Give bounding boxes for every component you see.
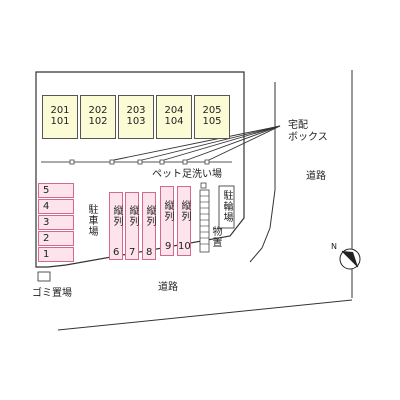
pet-wash-marker: [200, 182, 207, 189]
unit-lower-number: 102: [88, 116, 108, 127]
unit-204-104: 204 104: [156, 95, 192, 139]
road-bottom-label: 道路: [158, 282, 178, 293]
garbage-label: ゴミ置場: [32, 288, 72, 299]
stall-8-number: 8: [146, 247, 153, 258]
parking-stall-1: 1: [38, 247, 74, 262]
delivery-box-pointers: [113, 125, 281, 161]
stall-7-number: 7: [129, 247, 136, 258]
parking-stall-10: [177, 186, 191, 256]
unit-upper-number: 202: [88, 105, 108, 116]
unit-lower-number: 104: [164, 116, 184, 127]
stall-10-label: 縦列: [179, 200, 190, 222]
bicycle-parking-label: 駐輪場: [221, 190, 232, 223]
garbage-box: [37, 271, 51, 282]
bicycle-parking-box: [218, 185, 235, 229]
parking-stall-3: 3: [38, 215, 74, 230]
stall-6-number: 6: [113, 247, 120, 258]
unit-203-103: 203 103: [118, 95, 154, 139]
parking-stall-2: 2: [38, 231, 74, 246]
parking-stall-9: [160, 186, 174, 256]
stall-8-label: 縦列: [144, 205, 155, 227]
unit-upper-number: 201: [50, 105, 70, 116]
unit-upper-number: 204: [164, 105, 184, 116]
parking-label: 駐車場: [86, 204, 97, 237]
unit-lower-number: 101: [50, 116, 70, 127]
stall-6-label: 縦列: [111, 205, 122, 227]
storage-column: [199, 189, 210, 253]
road-right-label: 道路: [306, 171, 326, 182]
unit-205-105: 205 105: [194, 95, 230, 139]
parking-stall-8: [142, 192, 156, 260]
unit-lower-number: 105: [202, 116, 222, 127]
stall-7-label: 縦列: [127, 205, 138, 227]
pet-wash-label: ペット足洗い場: [152, 169, 222, 180]
north-arrow-icon: [339, 248, 361, 270]
parking-stall-5: 5: [38, 183, 74, 198]
entrance-markers: [69, 159, 210, 165]
unit-202-102: 202 102: [80, 95, 116, 139]
stall-9-number: 9: [165, 241, 172, 252]
unit-upper-number: 203: [126, 105, 146, 116]
parking-stall-7: [125, 192, 139, 260]
road-edge-bottom: [57, 299, 353, 331]
unit-upper-number: 205: [202, 105, 222, 116]
stall-9-label: 縦列: [162, 200, 173, 222]
parking-stall-4: 4: [38, 199, 74, 214]
storage-label: 物置: [210, 226, 221, 248]
delivery-box-label: 宅配 ボックス: [288, 120, 328, 143]
unit-lower-number: 103: [126, 116, 146, 127]
parking-stall-6: [109, 192, 123, 260]
unit-201-101: 201 101: [42, 95, 78, 139]
north-label: N: [331, 242, 337, 251]
stall-10-number: 10: [178, 241, 191, 252]
road-edge-right-inner: [249, 82, 276, 263]
